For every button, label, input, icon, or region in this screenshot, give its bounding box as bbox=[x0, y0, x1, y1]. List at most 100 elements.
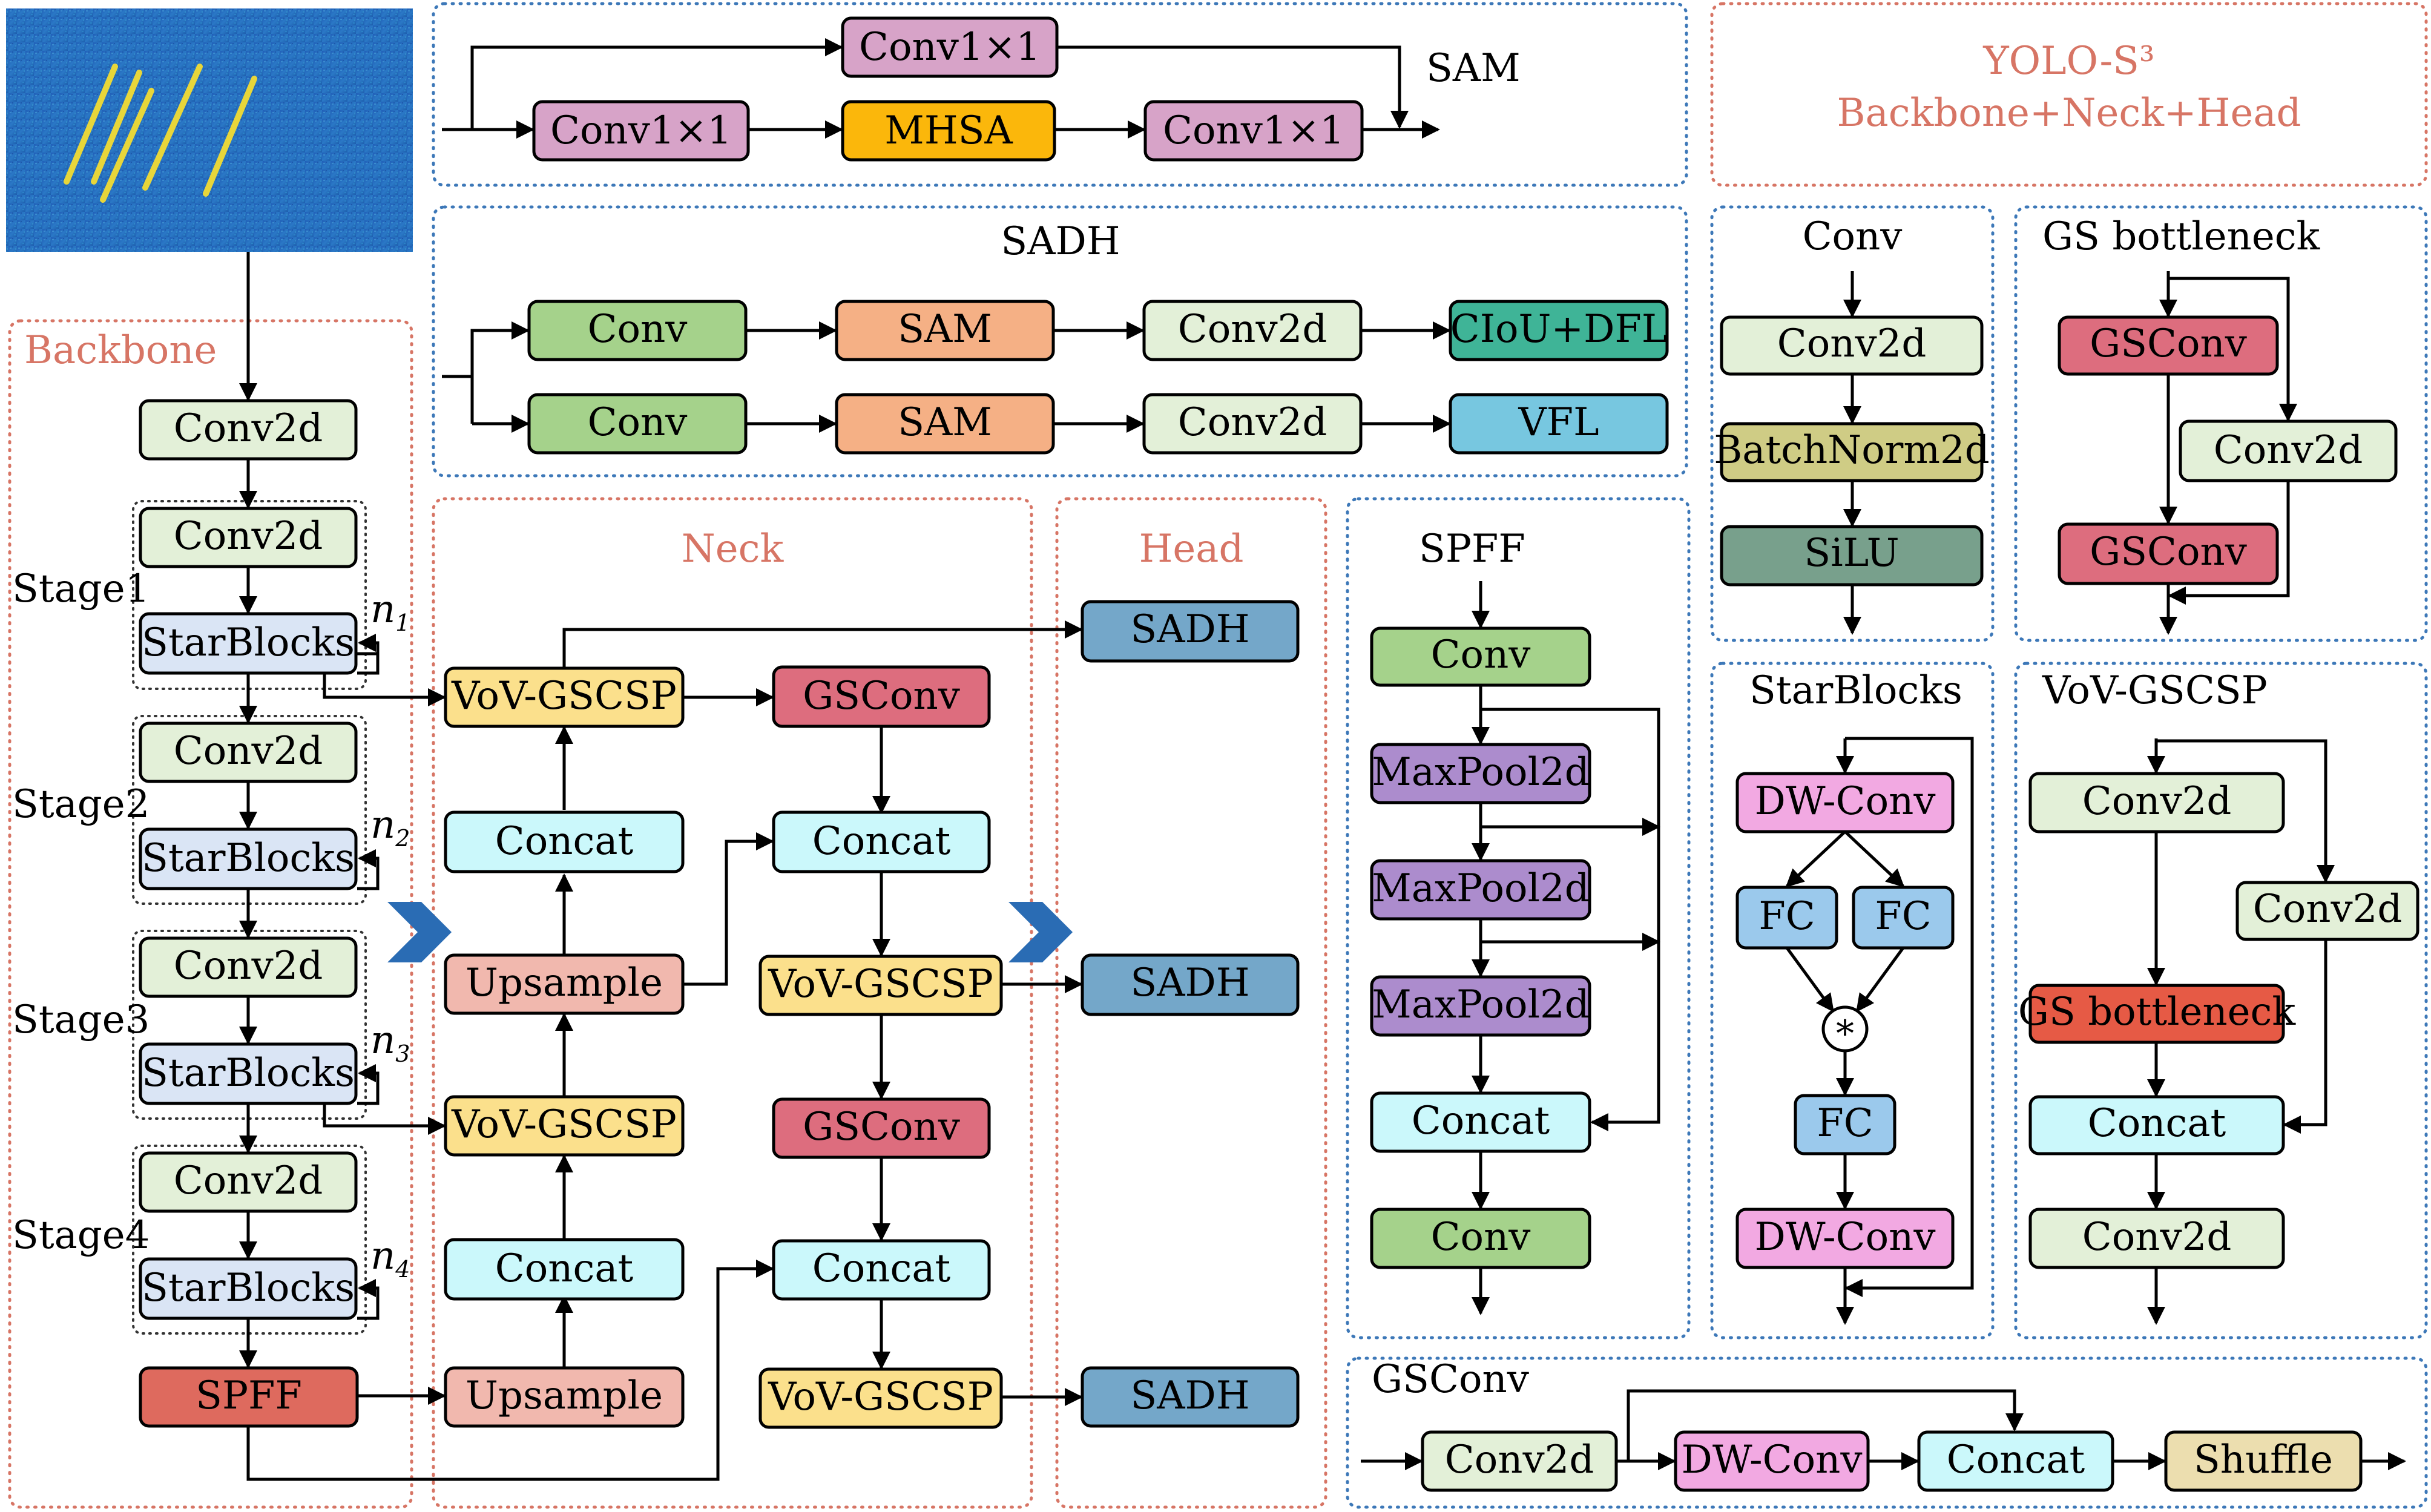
neck-gsconv-2: GSConv bbox=[772, 1097, 991, 1159]
svg-text:GSConv: GSConv bbox=[803, 1105, 960, 1149]
svg-text:Concat: Concat bbox=[1947, 1438, 2085, 1482]
starblocks-fc-bottom: FC bbox=[1794, 1094, 1896, 1155]
starblocks-fc-left: FC bbox=[1735, 886, 1838, 950]
svg-text:StarBlocks: StarBlocks bbox=[142, 1051, 355, 1096]
svg-text:Conv2d: Conv2d bbox=[174, 1159, 323, 1203]
svg-text:GSConv: GSConv bbox=[803, 674, 960, 718]
svg-text:FC: FC bbox=[1817, 1101, 1873, 1146]
conv-module-conv2d: Conv2d bbox=[1720, 315, 1984, 376]
svg-text:SADH: SADH bbox=[1130, 607, 1249, 652]
stage2-label: Stage2 bbox=[12, 782, 150, 827]
neck-vov-gscsp-mid: VoV-GSCSP bbox=[444, 1095, 685, 1157]
stage3-conv2d: Conv2d bbox=[139, 936, 358, 998]
sadh-sam-row2: SAM bbox=[835, 393, 1055, 455]
stage4-conv2d: Conv2d bbox=[139, 1151, 358, 1213]
conv-region bbox=[1710, 205, 1995, 642]
svg-text:Conv: Conv bbox=[1431, 1215, 1531, 1260]
connection-lines bbox=[239, 38, 2406, 1481]
stage2-conv2d: Conv2d bbox=[139, 721, 358, 783]
svg-text:MaxPool2d: MaxPool2d bbox=[1372, 982, 1589, 1027]
neck-region bbox=[432, 497, 1033, 1509]
yolo-title-region bbox=[1710, 2, 2428, 187]
stage3-starblocks: StarBlocks bbox=[139, 1042, 358, 1105]
svg-text:Conv2d: Conv2d bbox=[174, 944, 323, 988]
svg-text:GSConv: GSConv bbox=[2090, 530, 2247, 574]
svg-text:DW-Conv: DW-Conv bbox=[1682, 1438, 1863, 1482]
svg-text:StarBlocks: StarBlocks bbox=[142, 620, 355, 665]
stage2-starblocks: StarBlocks bbox=[139, 827, 358, 890]
starblocks-dwconv-bottom: DW-Conv bbox=[1735, 1208, 1955, 1269]
neck-concat-1: Concat bbox=[444, 810, 685, 873]
sam-region bbox=[432, 2, 1688, 187]
gs-bottleneck-conv2d: Conv2d bbox=[2179, 419, 2398, 482]
svg-text:Conv1×1: Conv1×1 bbox=[550, 108, 732, 153]
vov-conv2d-bottom: Conv2d bbox=[2028, 1208, 2285, 1269]
sam-title: SAM bbox=[1426, 46, 1521, 91]
svg-text:SAM: SAM bbox=[898, 307, 992, 352]
spff-title: SPFF bbox=[1419, 527, 1525, 571]
neck-vov-gscsp-top: VoV-GSCSP bbox=[444, 666, 685, 728]
backbone-title: Backbone bbox=[24, 328, 217, 373]
svg-text:Concat: Concat bbox=[1412, 1099, 1550, 1143]
neck-vov-gscsp-r1: VoV-GSCSP bbox=[758, 955, 1003, 1016]
svg-text:DW-Conv: DW-Conv bbox=[1755, 779, 1936, 824]
starblocks-dwconv-top: DW-Conv bbox=[1735, 772, 1955, 833]
stage1-starblocks: StarBlocks bbox=[139, 612, 358, 675]
svg-text:StarBlocks: StarBlocks bbox=[142, 836, 355, 881]
sam-conv1x1-top: Conv1×1 bbox=[841, 16, 1059, 78]
svg-text:Conv1×1: Conv1×1 bbox=[859, 25, 1041, 70]
head-title: Head bbox=[1139, 527, 1244, 571]
svg-text:Concat: Concat bbox=[812, 1246, 951, 1291]
stage4-n-label: n4 bbox=[370, 1234, 410, 1283]
conv-title: Conv bbox=[1803, 214, 1903, 259]
conv-module-silu: SiLU bbox=[1720, 525, 1984, 587]
svg-text:Conv: Conv bbox=[588, 400, 688, 445]
stage1-conv2d: Conv2d bbox=[139, 507, 358, 568]
head-region bbox=[1055, 497, 1327, 1509]
sam-conv1x1-right: Conv1×1 bbox=[1143, 100, 1364, 162]
svg-text:Conv2d: Conv2d bbox=[2253, 887, 2403, 932]
backbone-region bbox=[8, 319, 413, 1509]
svg-text:Conv2d: Conv2d bbox=[174, 514, 323, 559]
sadh-conv2d-row2: Conv2d bbox=[1142, 393, 1363, 455]
svg-text:DW-Conv: DW-Conv bbox=[1755, 1215, 1936, 1260]
svg-text:SADH: SADH bbox=[1130, 961, 1249, 1005]
svg-text:GS bottleneck: GS bottleneck bbox=[2018, 990, 2297, 1034]
sadh-sam-row1: SAM bbox=[835, 300, 1055, 361]
svg-text:Upsample: Upsample bbox=[465, 1373, 663, 1418]
backbone-stem-conv2d: Conv2d bbox=[139, 399, 358, 461]
sadh-conv-row1: Conv bbox=[527, 300, 748, 361]
svg-text:Conv2d: Conv2d bbox=[174, 406, 323, 451]
svg-text:GSConv: GSConv bbox=[2090, 321, 2247, 366]
starblocks-fc-right: FC bbox=[1852, 886, 1955, 950]
starblocks-multiply-node: * bbox=[1821, 1005, 1869, 1055]
neck-gsconv-1: GSConv bbox=[772, 665, 991, 728]
neck-title: Neck bbox=[682, 527, 785, 571]
svg-text:VoV-GSCSP: VoV-GSCSP bbox=[451, 674, 677, 718]
starblocks-title: StarBlocks bbox=[1749, 668, 1962, 713]
svg-text:SiLU: SiLU bbox=[1804, 531, 1899, 576]
svg-text:Shuffle: Shuffle bbox=[2194, 1438, 2333, 1482]
svg-text:VFL: VFL bbox=[1518, 400, 1599, 445]
gs-bottleneck-title: GS bottleneck bbox=[2042, 214, 2321, 259]
svg-text:Concat: Concat bbox=[2088, 1101, 2226, 1146]
svg-text:Conv2d: Conv2d bbox=[1445, 1438, 1594, 1482]
gsconv-conv2d: Conv2d bbox=[1421, 1430, 1618, 1492]
svg-text:Conv1×1: Conv1×1 bbox=[1163, 108, 1344, 153]
neck-vov-gscsp-r2: VoV-GSCSP bbox=[758, 1367, 1003, 1429]
svg-text:VoV-GSCSP: VoV-GSCSP bbox=[451, 1102, 677, 1147]
svg-text:SADH: SADH bbox=[1130, 1373, 1249, 1418]
svg-text:Conv2d: Conv2d bbox=[2082, 779, 2232, 824]
sadh-ciou-dfl: CIoU+DFL bbox=[1449, 300, 1669, 361]
vov-gscsp-title: VoV-GSCSP bbox=[2042, 668, 2268, 713]
spff-concat: Concat bbox=[1370, 1091, 1591, 1153]
svg-text:MaxPool2d: MaxPool2d bbox=[1372, 750, 1589, 795]
backbone-spff: SPFF bbox=[139, 1366, 359, 1428]
head-sadh-1: SADH bbox=[1081, 600, 1300, 663]
svg-text:Conv: Conv bbox=[588, 307, 688, 352]
svg-text:Upsample: Upsample bbox=[465, 961, 663, 1005]
sadh-conv2d-row1: Conv2d bbox=[1142, 300, 1363, 361]
spff-conv-top: Conv bbox=[1370, 626, 1591, 687]
stage4-starblocks: StarBlocks bbox=[139, 1257, 358, 1320]
